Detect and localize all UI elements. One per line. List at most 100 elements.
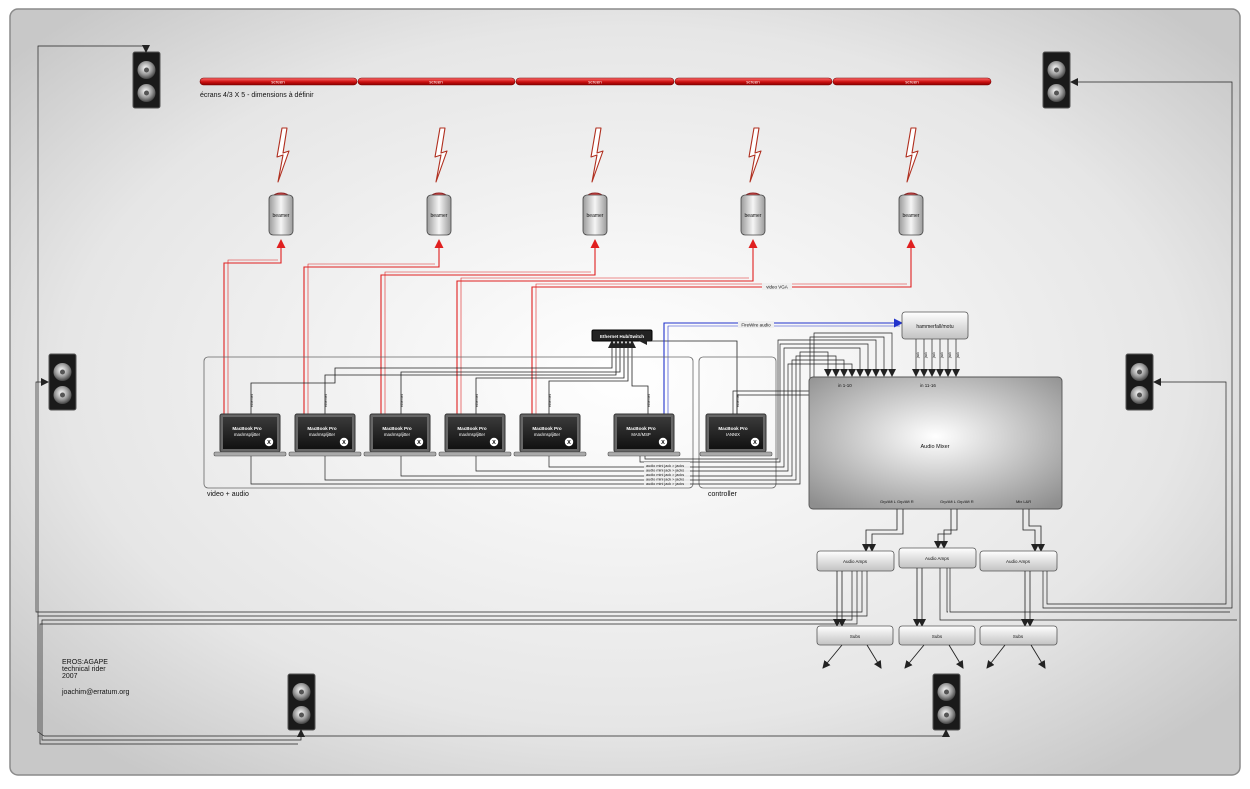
ethernet-tag: ethernet	[548, 394, 552, 407]
projector-label: beamer	[903, 213, 920, 219]
group-controller	[698, 356, 777, 489]
screen-4	[674, 77, 833, 86]
mixer-output-label: Grp/Aft L Grp/Aft R	[940, 499, 974, 504]
svg-text:X: X	[753, 440, 757, 446]
ethernet-tag: ethernet	[736, 394, 740, 407]
screen-label: screen	[271, 80, 285, 85]
laptop-5: MacBook Pro max/msp/jitter X ethernet	[513, 394, 587, 457]
projector-label: beamer	[745, 213, 762, 219]
mixer-output-label: Mix L&R	[1016, 499, 1031, 504]
projector-row: beamer beamer beamer beamer beamer	[268, 192, 924, 236]
svg-text:jack: jack	[932, 352, 936, 359]
laptop-software: MAX/MSP	[631, 432, 651, 437]
ethernet-cables	[250, 337, 738, 414]
svg-text:X: X	[342, 440, 346, 446]
credits-year: 2007	[62, 673, 78, 680]
group-video-audio	[203, 356, 694, 489]
sub-dispersion-arrows	[822, 644, 1046, 669]
jack-cables	[912, 339, 960, 377]
jack-labels: jack jack jack jack jack jack	[916, 352, 960, 359]
firewire-cable	[663, 318, 903, 414]
laptop-title: MacBook Pro	[307, 426, 337, 431]
mixer-label: Audio Mixer	[920, 444, 949, 450]
speaker-feed-lines	[35, 45, 1237, 745]
laptop-title: MacBook Pro	[532, 426, 562, 431]
screen-2	[357, 77, 516, 86]
audio-amp-2: Audio Amps	[898, 547, 977, 569]
mixer-input-label: in 11-16	[920, 383, 936, 388]
audio-amp-3: Audio Amps	[979, 550, 1058, 572]
svg-text:jack: jack	[956, 352, 960, 359]
screen-label: screen	[905, 80, 919, 85]
projector-3: beamer	[582, 192, 608, 236]
laptop-title: MacBook Pro	[382, 426, 412, 431]
svg-text:jack: jack	[924, 352, 928, 359]
subs-label: Subs	[932, 634, 943, 639]
projection-bolt-icon	[748, 127, 762, 183]
laptop-software: max/msp/jitter	[309, 432, 336, 437]
audio-cables	[250, 332, 896, 485]
screen-row: screen screen screen screen screen écran…	[199, 77, 992, 99]
projection-bolt-icon	[434, 127, 448, 183]
group-video-audio-label: video + audio	[207, 491, 249, 498]
screen-1	[199, 77, 358, 86]
group-controller-label: controller	[708, 491, 737, 498]
sub-1: Subs	[816, 625, 894, 646]
screen-label: screen	[429, 80, 443, 85]
amp-label: Audio Amps	[843, 559, 868, 564]
ethernet-switch: Ethernet Hub/Switch	[591, 329, 653, 342]
subs-label: Subs	[850, 634, 861, 639]
svg-text:jack: jack	[948, 352, 952, 359]
ethernet-tag: ethernet	[250, 394, 254, 407]
mixer-to-amps	[862, 509, 1045, 552]
laptop-software: IANNIX	[726, 432, 740, 437]
audio-out-label: audio mini jack > jacks	[646, 469, 684, 473]
speaker-top-right	[1042, 51, 1071, 109]
audio-out-label: audio mini jack > jacks	[646, 482, 684, 486]
projector-5: beamer	[898, 192, 924, 236]
ethernet-tag: ethernet	[324, 394, 328, 407]
mixer-input-label: in 1-10	[838, 383, 852, 388]
credits: EROS:AGAPE technical rider 2007 joachim@…	[61, 659, 130, 696]
projector-label: beamer	[587, 213, 604, 219]
speaker-top-left	[132, 51, 161, 109]
svg-text:X: X	[267, 440, 271, 446]
amp-label: Audio Amps	[925, 556, 950, 561]
audio-amp-1: Audio Amps	[816, 550, 895, 572]
ethernet-tag: ethernet	[647, 394, 651, 407]
mixer-output-label: Grp/Aft L Grp/Aft R	[880, 499, 914, 504]
screen-3	[515, 77, 675, 86]
audio-out-label: audio mini jack > jacks	[646, 473, 684, 477]
laptop-2: MacBook Pro max/msp/jitter X ethernet	[288, 394, 362, 457]
laptop-title: MacBook Pro	[718, 426, 748, 431]
credits-email: joachim@erratum.org	[61, 689, 130, 696]
laptop-software: max/msp/jitter	[384, 432, 411, 437]
audio-out-labels: audio mini jack > jacks audio mini jack …	[644, 462, 690, 486]
laptop-software: max/msp/jitter	[459, 432, 486, 437]
laptop-7: MacBook Pro IANNIX X ethernet	[699, 394, 773, 457]
svg-text:X: X	[567, 440, 571, 446]
screen-5	[832, 77, 992, 86]
page-frame	[9, 8, 1241, 776]
projection-bolt-icon	[276, 127, 290, 183]
ethernet-tag: ethernet	[400, 394, 404, 407]
laptop-6: MacBook Pro MAX/MSP X ethernet	[607, 394, 681, 457]
laptop-software: max/msp/jitter	[534, 432, 561, 437]
switch-label: Ethernet Hub/Switch	[600, 334, 644, 339]
projector-label: beamer	[273, 213, 290, 219]
amp-label: Audio Amps	[1006, 559, 1031, 564]
speaker-mid-right	[1125, 353, 1154, 411]
speaker-bottom-left	[287, 673, 316, 731]
credits-subtitle: technical rider	[62, 666, 106, 673]
audio-interface: hammerfall/motu	[901, 311, 969, 340]
interface-label: hammerfall/motu	[916, 324, 953, 330]
ethernet-tag: ethernet	[475, 394, 479, 407]
laptop-4: MacBook Pro max/msp/jitter X ethernet	[438, 394, 512, 457]
laptop-title: MacBook Pro	[626, 426, 656, 431]
svg-text:X: X	[661, 440, 665, 446]
laptop-title: MacBook Pro	[457, 426, 487, 431]
svg-text:X: X	[417, 440, 421, 446]
screens-caption: écrans 4/3 X 5 - dimensions à définir	[200, 92, 314, 99]
audio-out-label: audio mini jack > jacks	[646, 464, 684, 468]
